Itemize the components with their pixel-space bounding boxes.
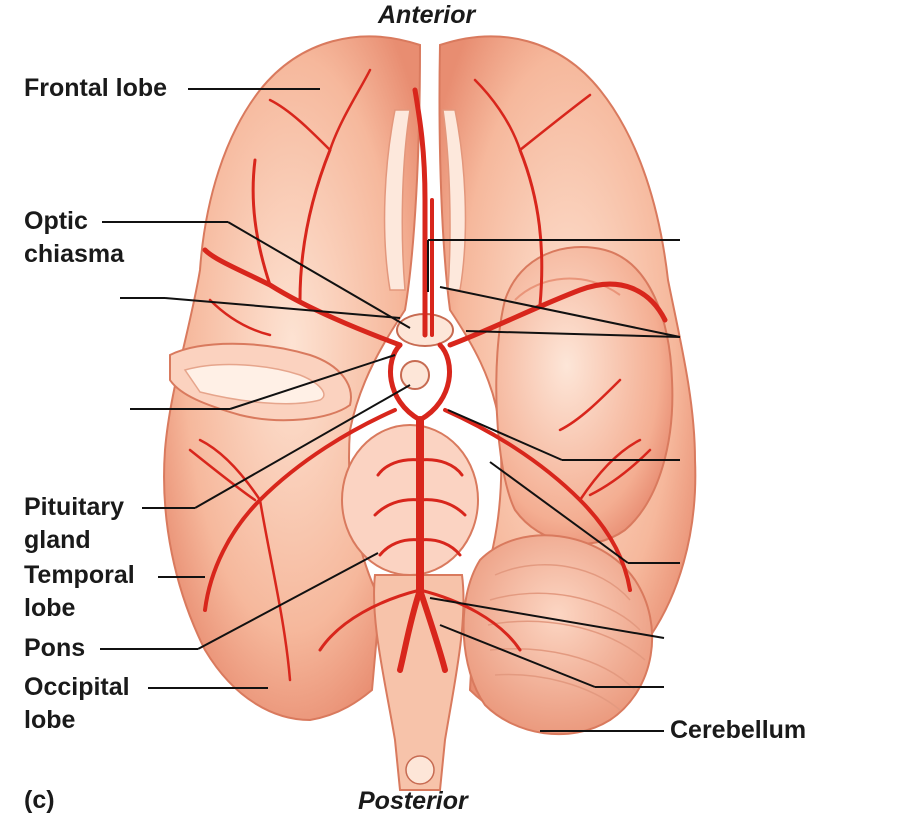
panel-label: (c) <box>24 786 55 814</box>
leader-pituitary-b <box>194 384 411 509</box>
leader-pons-b <box>197 552 379 650</box>
anterior-label: Anterior <box>378 1 476 29</box>
pituitary-label-line2: gland <box>24 526 91 554</box>
leader-unlabeled-right-2 <box>439 286 681 338</box>
leader-unlabeled-right-4a <box>447 409 563 461</box>
leader-unlabeled-right-6 <box>429 597 665 639</box>
arteries <box>188 68 668 682</box>
cerebellum-label: Cerebellum <box>670 716 807 744</box>
occipital-lobe-label-line1: Occipital <box>24 673 130 701</box>
leader-lines <box>100 88 681 732</box>
leader-unlabeled-left-1b <box>164 297 401 319</box>
leader-unlabeled-right-3 <box>465 330 681 338</box>
optic-chiasma-label-line1: Optic <box>24 207 88 235</box>
temporal-lobe-label-line1: Temporal <box>24 561 135 589</box>
optic-chiasma-label-line2: chiasma <box>24 240 125 268</box>
occipital-lobe-label-line2: lobe <box>24 706 76 734</box>
leader-unlabeled-left-2b <box>229 354 396 410</box>
leader-optic-chiasma-b <box>227 221 411 329</box>
right-temporal-lobe <box>495 246 674 545</box>
posterior-label: Posterior <box>358 787 468 815</box>
pituitary-label-line1: Pituitary <box>24 493 125 521</box>
cerebellum <box>462 534 654 736</box>
frontal-lobe-label: Frontal lobe <box>24 74 168 102</box>
pituitary-gland <box>400 360 430 390</box>
leader-unlabeled-right-7a <box>439 624 596 688</box>
leader-unlabeled-right-5a <box>489 461 629 564</box>
pons-label: Pons <box>24 634 86 662</box>
temporal-lobe-label-line2: lobe <box>24 594 76 622</box>
